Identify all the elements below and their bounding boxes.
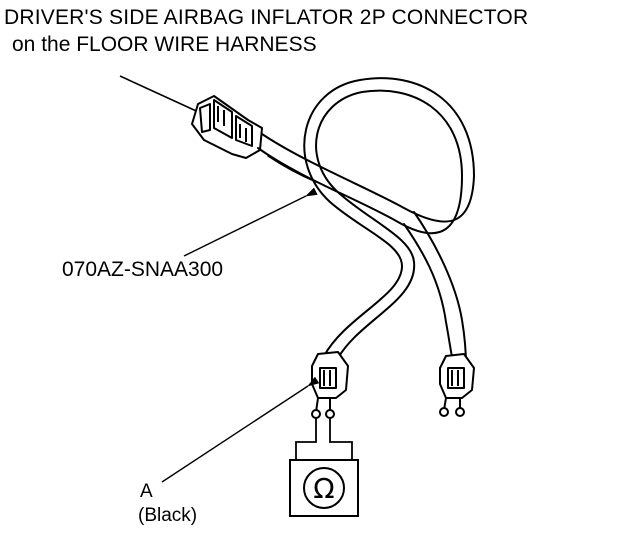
test-connector-a — [311, 351, 349, 419]
test-connector-b — [439, 353, 475, 417]
ohm-symbol: Ω — [313, 472, 334, 505]
inflator-direction-arrow — [119, 75, 217, 124]
ohmmeter-leads — [295, 418, 353, 460]
part-number-label: 070AZ-SNAA300 — [62, 258, 224, 281]
title-line-2: on the FLOOR WIRE HARNESS — [12, 33, 317, 56]
ohmmeter-icon: Ω — [289, 459, 359, 517]
title-line-1: DRIVER'S SIDE AIRBAG INFLATOR 2P CONNECT… — [4, 6, 529, 29]
floor-wire-harness — [257, 77, 476, 367]
connector-letter-label: A — [140, 481, 153, 502]
connector-a-leader — [161, 376, 320, 483]
inflator-2p-connector — [191, 95, 263, 159]
part-number-leader — [183, 187, 318, 257]
connector-color-label: (Black) — [138, 505, 198, 526]
